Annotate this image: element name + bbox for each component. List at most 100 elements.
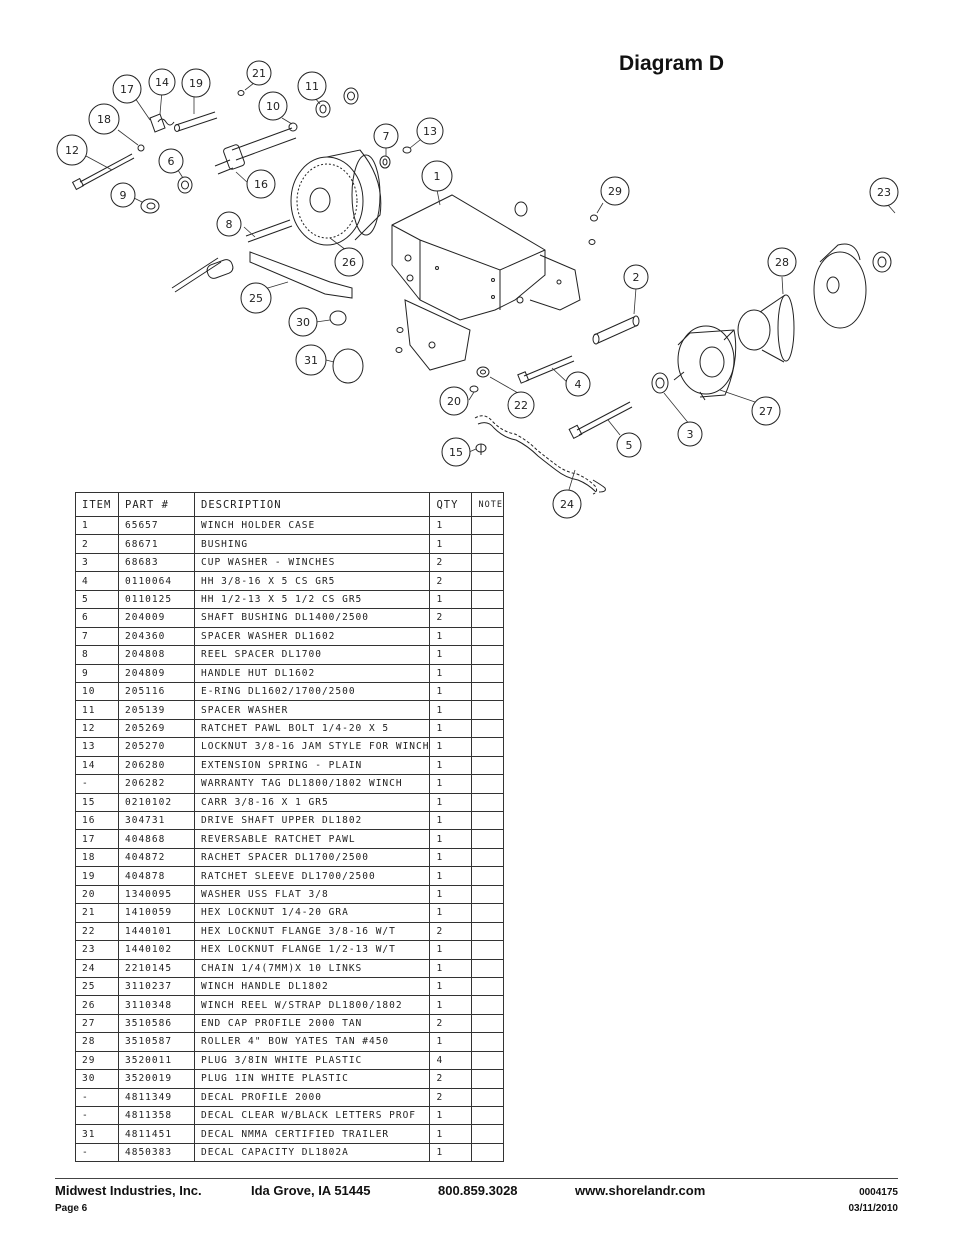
- callout-3: 3: [677, 421, 703, 447]
- cell-qty: 1: [429, 700, 473, 720]
- svg-text:23: 23: [877, 186, 891, 199]
- callout-29: 29: [600, 176, 630, 206]
- spacer-washer-part: [343, 87, 359, 105]
- callout-9: 9: [110, 182, 136, 208]
- callout-28: 28: [767, 247, 797, 277]
- cell-item: 30: [75, 1069, 119, 1089]
- cell-note: [471, 810, 505, 831]
- cell-note: [471, 976, 505, 997]
- header-item: ITEM: [75, 492, 119, 517]
- cell-description: PLUG 1IN WHITE PLASTIC: [193, 1069, 431, 1089]
- footer-phone: 800.859.3028: [438, 1183, 518, 1198]
- cell-item: 25: [75, 976, 119, 997]
- cell-item: 14: [75, 755, 119, 776]
- cell-description: ROLLER 4" BOW YATES TAN #450: [193, 1032, 431, 1052]
- cell-qty: 1: [429, 1124, 473, 1144]
- cell-note: [471, 663, 505, 683]
- svg-text:9: 9: [120, 189, 127, 202]
- cell-qty: 1: [429, 718, 473, 739]
- cell-description: DECAL CAPACITY DL1802A: [193, 1142, 431, 1163]
- svg-text:8: 8: [226, 218, 233, 231]
- cell-qty: 1: [429, 737, 473, 757]
- cell-item: 9: [75, 663, 119, 683]
- end-cap-part: [673, 325, 737, 401]
- cell-part-number: 304731: [118, 810, 195, 831]
- cell-description: DRIVE SHAFT UPPER DL1802: [193, 810, 431, 831]
- cell-description: E-RING DL1602/1700/2500: [193, 681, 431, 702]
- cell-note: [471, 1124, 505, 1144]
- spacer-washer-part: [379, 155, 391, 169]
- header-note: NOTE: [471, 492, 505, 517]
- callout-20: 20: [439, 386, 469, 416]
- cell-item: 22: [75, 921, 119, 942]
- cell-qty: 1: [429, 755, 473, 776]
- cell-item: 5: [75, 589, 119, 610]
- callout-13: 13: [416, 117, 444, 145]
- svg-text:12: 12: [65, 144, 79, 157]
- cell-part-number: 4811349: [118, 1087, 195, 1108]
- locknut-part: [402, 146, 412, 154]
- header-qty: QTY: [429, 492, 473, 517]
- cell-part-number: 68671: [118, 534, 195, 554]
- plug-part: [396, 327, 404, 333]
- cell-description: BUSHING: [193, 534, 431, 554]
- cell-qty: 1: [429, 866, 473, 886]
- cell-part-number: 204009: [118, 608, 195, 628]
- cell-item: 11: [75, 700, 119, 720]
- cell-qty: 2: [429, 1087, 473, 1108]
- cell-part-number: 65657: [118, 515, 195, 536]
- svg-text:30: 30: [296, 316, 310, 329]
- callout-8: 8: [216, 211, 242, 237]
- cell-qty: 1: [429, 626, 473, 647]
- cell-part-number: 4850383: [118, 1142, 195, 1163]
- callout-23: 23: [869, 177, 899, 207]
- cell-qty: 1: [429, 847, 473, 868]
- end-cap-part: [813, 243, 867, 329]
- callout-27: 27: [751, 396, 781, 426]
- cell-part-number: 205270: [118, 737, 195, 757]
- cell-item: 3: [75, 552, 119, 573]
- cell-part-number: 404872: [118, 847, 195, 868]
- cell-description: CHAIN 1/4(7MM)X 10 LINKS: [193, 958, 431, 978]
- svg-text:15: 15: [449, 446, 463, 459]
- svg-text:11: 11: [305, 80, 319, 93]
- cell-description: WASHER USS FLAT 3/8: [193, 884, 431, 905]
- cell-description: HANDLE HUT DL1602: [193, 663, 431, 683]
- cell-qty: 1: [429, 976, 473, 997]
- cell-description: HH 3/8-16 X 5 CS GR5: [193, 571, 431, 591]
- cell-part-number: 1340095: [118, 884, 195, 905]
- cell-item: -: [75, 1105, 119, 1126]
- svg-text:29: 29: [608, 185, 622, 198]
- svg-text:25: 25: [249, 292, 263, 305]
- cell-part-number: 3510586: [118, 1013, 195, 1034]
- cell-description: SPACER WASHER: [193, 700, 431, 720]
- cell-note: [471, 774, 505, 794]
- winch-handle-part: [171, 251, 353, 299]
- callout-30: 30: [288, 307, 318, 337]
- cell-qty: 1: [429, 940, 473, 960]
- cell-description: CUP WASHER - WINCHES: [193, 552, 431, 573]
- cell-description: WINCH HOLDER CASE: [193, 515, 431, 536]
- svg-text:14: 14: [155, 76, 169, 89]
- svg-text:21: 21: [252, 67, 266, 80]
